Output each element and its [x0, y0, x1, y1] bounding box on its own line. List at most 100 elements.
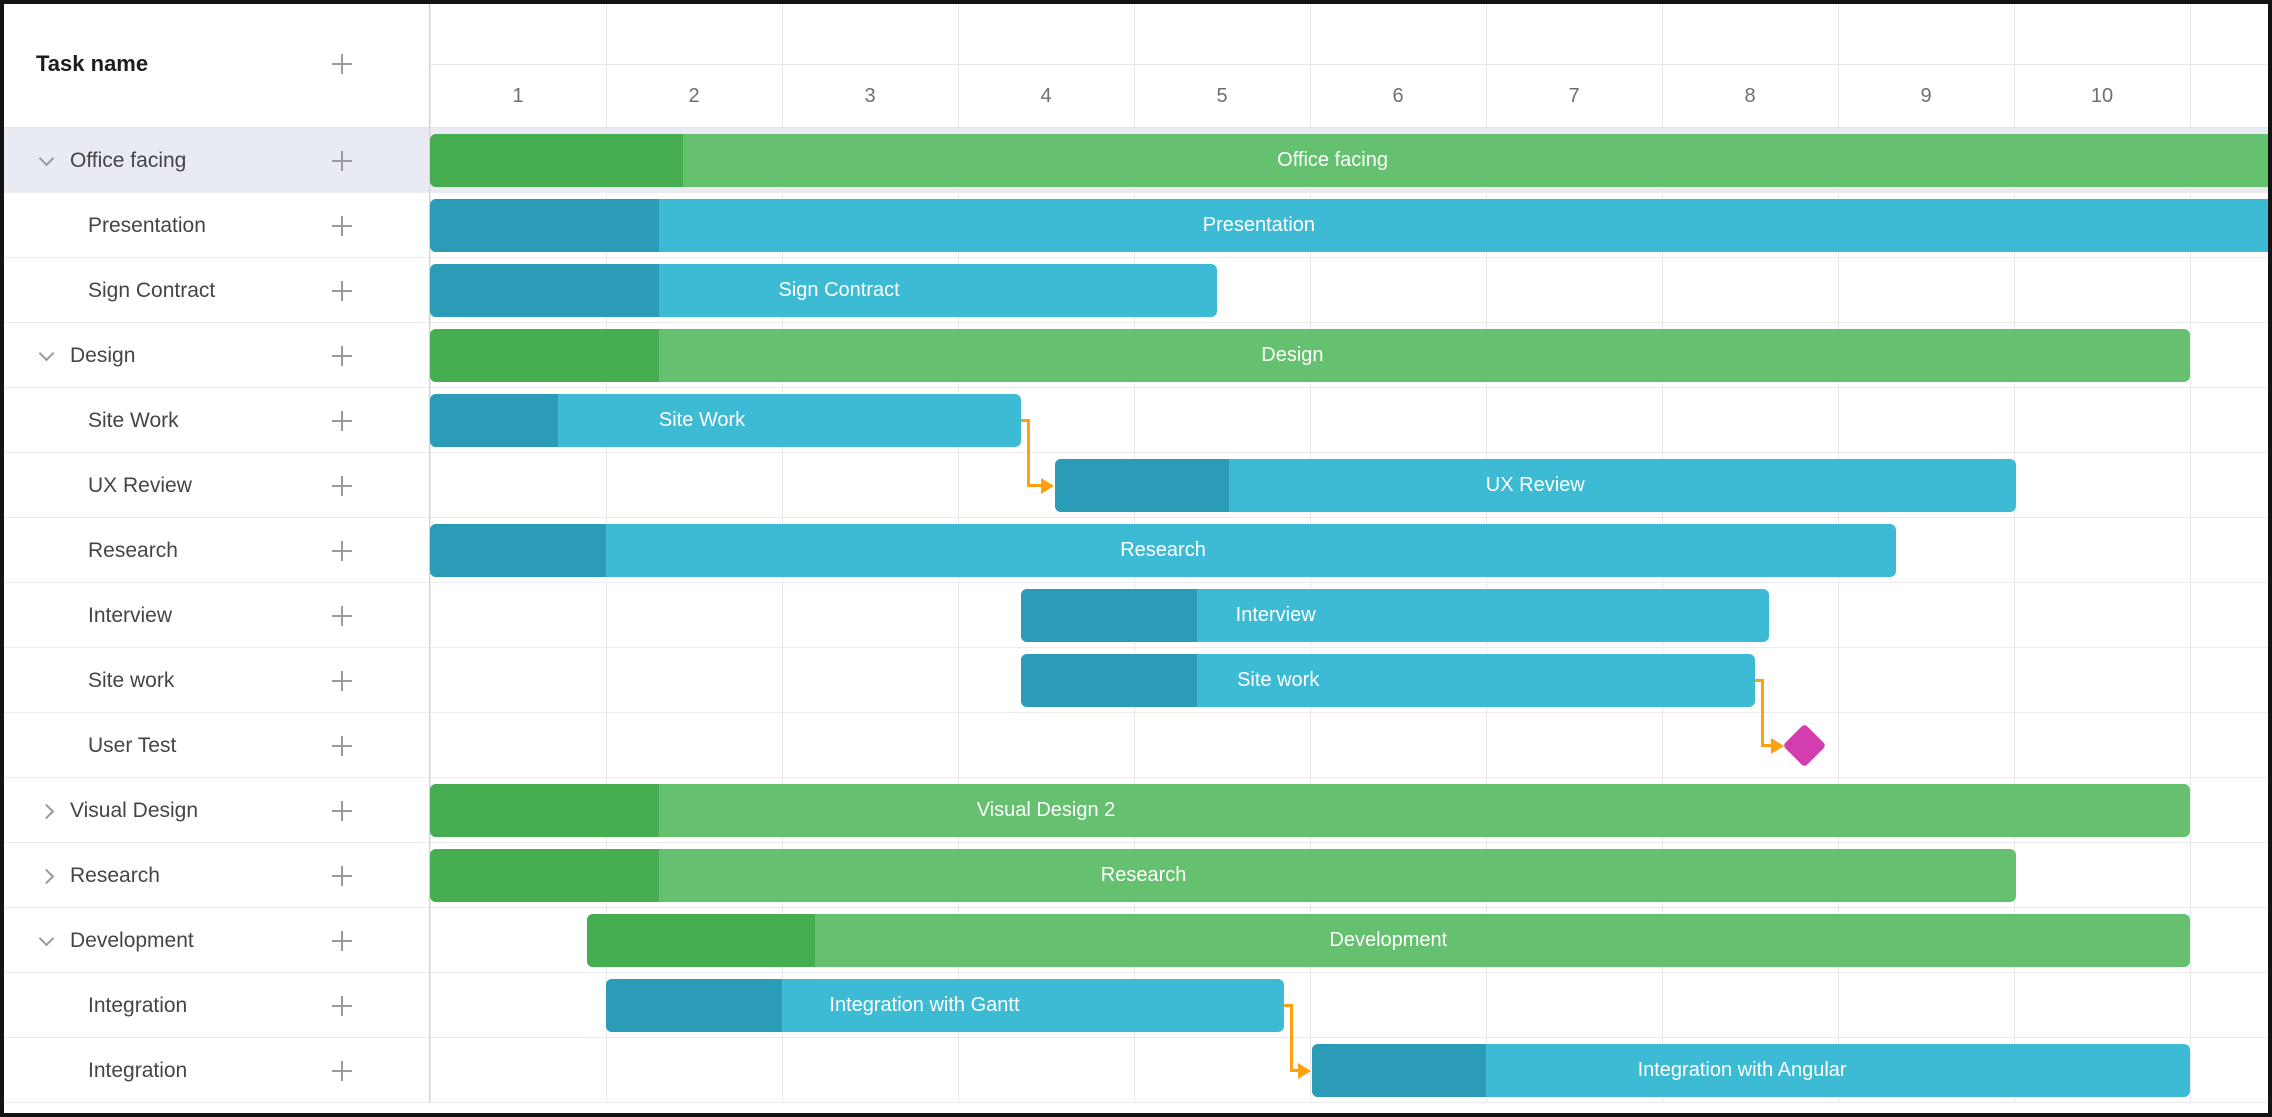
- task-row-research[interactable]: Research: [0, 843, 430, 908]
- plus-icon: [332, 670, 352, 691]
- bar-progress-fill: [430, 849, 659, 902]
- row-separator-line: [0, 257, 2272, 258]
- link-horizontal-segment: [1289, 1069, 1298, 1072]
- task-row-visual-design[interactable]: Visual Design: [0, 778, 430, 843]
- task-row-research[interactable]: Research: [0, 518, 430, 583]
- task-row-label: Sign Contract: [88, 278, 216, 302]
- row-separator-line: [0, 1037, 2272, 1038]
- plus-icon: [332, 540, 352, 561]
- add-column-button[interactable]: [327, 49, 357, 79]
- scale-cell-10: 10: [2090, 84, 2114, 107]
- plus-icon: [332, 215, 352, 236]
- grid-column-line: [2014, 0, 2015, 1103]
- task-row-site-work[interactable]: Site Work: [0, 388, 430, 453]
- row-separator-line: [0, 517, 2272, 518]
- row-separator-line: [0, 907, 2272, 908]
- project-bar-research[interactable]: Research: [430, 849, 2016, 902]
- bar-label: Visual Design 2: [976, 799, 1116, 821]
- add-subtask-button[interactable]: [327, 861, 357, 891]
- add-subtask-button[interactable]: [327, 666, 357, 696]
- task-bar-presentation[interactable]: Presentation: [430, 199, 2272, 252]
- chevron-right-icon[interactable]: [38, 868, 55, 884]
- add-subtask-button[interactable]: [327, 146, 357, 176]
- plus-icon: [332, 280, 352, 301]
- bar-progress-fill: [1021, 589, 1198, 642]
- task-row-label: Office facing: [70, 148, 187, 172]
- task-bar-site-work[interactable]: Site Work: [430, 394, 1022, 447]
- add-subtask-button[interactable]: [327, 601, 357, 631]
- add-subtask-button[interactable]: [327, 276, 357, 306]
- task-row-user-test[interactable]: User Test: [0, 713, 430, 778]
- bar-label: Integration with Angular: [1637, 1059, 1847, 1081]
- task-row-label: Site work: [88, 668, 175, 692]
- task-row-design[interactable]: Design: [0, 323, 430, 388]
- scale-cell-3: 3: [864, 84, 876, 107]
- add-subtask-button[interactable]: [327, 991, 357, 1021]
- bar-progress-fill: [1021, 654, 1198, 707]
- task-name-column-header: Task name: [36, 51, 149, 76]
- bar-label: Presentation: [1202, 214, 1316, 236]
- scale-cell-9: 9: [1920, 84, 1932, 107]
- task-row-label: Visual Design: [70, 798, 199, 822]
- task-bar-interview[interactable]: Interview: [1021, 589, 1770, 642]
- project-bar-visual-design-2[interactable]: Visual Design 2: [430, 784, 2190, 837]
- task-bar-site-work[interactable]: Site work: [1021, 654, 1756, 707]
- task-row-interview[interactable]: Interview: [0, 583, 430, 648]
- bar-progress-fill: [430, 524, 606, 577]
- task-row-office-facing[interactable]: Office facing: [0, 128, 430, 193]
- chevron-right-icon[interactable]: [38, 803, 55, 819]
- chevron-down-icon[interactable]: [38, 930, 55, 946]
- task-row-sign-contract[interactable]: Sign Contract: [0, 258, 430, 323]
- project-bar-development[interactable]: Development: [586, 914, 2190, 967]
- plus-icon: [332, 800, 352, 821]
- task-bar-research[interactable]: Research: [430, 524, 1897, 577]
- add-subtask-button[interactable]: [327, 1056, 357, 1086]
- add-subtask-button[interactable]: [327, 211, 357, 241]
- add-subtask-button[interactable]: [327, 926, 357, 956]
- link-stub-segment: [1755, 679, 1765, 682]
- bar-progress-fill: [430, 329, 659, 382]
- add-subtask-button[interactable]: [327, 406, 357, 436]
- task-row-presentation[interactable]: Presentation: [0, 193, 430, 258]
- task-bar-integration-with-gantt[interactable]: Integration with Gantt: [606, 979, 1284, 1032]
- plus-icon: [332, 410, 352, 431]
- row-separator-line: [0, 777, 2272, 778]
- bar-label: Site Work: [658, 409, 746, 431]
- add-subtask-button[interactable]: [327, 536, 357, 566]
- task-row-label: Integration: [88, 1058, 188, 1082]
- bar-progress-fill: [430, 199, 659, 252]
- add-subtask-button[interactable]: [327, 731, 357, 761]
- scale-cell-2: 2: [688, 84, 700, 107]
- bar-label: Integration with Gantt: [829, 994, 1020, 1016]
- task-row-integration[interactable]: Integration: [0, 1038, 430, 1103]
- task-row-label: UX Review: [88, 473, 192, 497]
- plus-icon: [332, 930, 352, 951]
- plus-icon: [332, 54, 352, 74]
- scale-cell-7: 7: [1568, 84, 1580, 107]
- project-bar-office-facing[interactable]: Office facing: [430, 134, 2272, 187]
- chevron-down-icon[interactable]: [38, 150, 55, 166]
- plus-icon: [332, 995, 352, 1016]
- task-row-integration[interactable]: Integration: [0, 973, 430, 1038]
- link-arrowhead: [1040, 477, 1054, 494]
- plus-icon: [332, 605, 352, 626]
- panel-timeline-divider: [429, 0, 430, 1103]
- add-subtask-button[interactable]: [327, 471, 357, 501]
- plus-icon: [332, 735, 352, 756]
- project-bar-design[interactable]: Design: [430, 329, 2190, 382]
- bar-progress-fill: [430, 394, 559, 447]
- task-row-development[interactable]: Development: [0, 908, 430, 973]
- task-row-ux-review[interactable]: UX Review: [0, 453, 430, 518]
- task-bar-ux-review[interactable]: UX Review: [1054, 459, 2016, 512]
- task-row-site-work[interactable]: Site work: [0, 648, 430, 713]
- row-separator-line: [0, 322, 2272, 323]
- task-bar-integration-with-angular[interactable]: Integration with Angular: [1311, 1044, 2190, 1097]
- add-subtask-button[interactable]: [327, 796, 357, 826]
- chevron-down-icon[interactable]: [38, 345, 55, 361]
- task-bar-sign-contract[interactable]: Sign Contract: [430, 264, 1217, 317]
- add-subtask-button[interactable]: [327, 341, 357, 371]
